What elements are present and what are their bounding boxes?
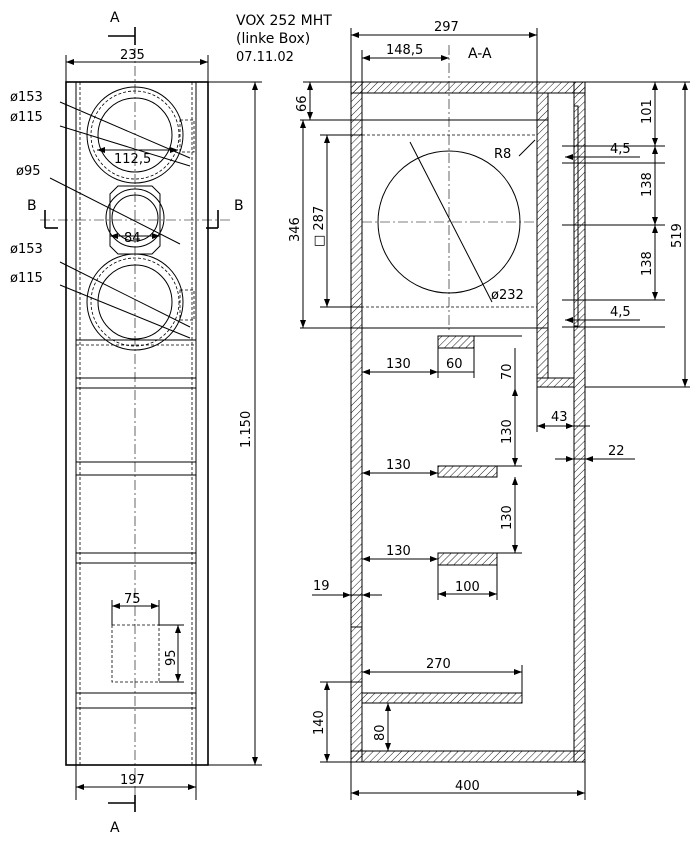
title-subtitle: (linke Box) xyxy=(236,31,310,47)
wall-top xyxy=(350,81,586,94)
dim-43: 43 xyxy=(551,410,568,425)
front-cabinet-outline xyxy=(65,81,209,766)
dim-front-d153-bottom: ø153 xyxy=(10,242,43,257)
dim-front-d115-top: ø115 xyxy=(10,110,43,125)
dim-287: □ 287 xyxy=(312,206,327,247)
dim-148: 148,5 xyxy=(386,43,423,58)
wall-chamber-front xyxy=(536,92,549,379)
dim-front-95: 95 xyxy=(164,649,179,666)
section-aa-label: A-A xyxy=(468,46,492,62)
dim-front-height: 1.150 xyxy=(239,411,254,448)
dim-d232: ø232 xyxy=(491,288,524,303)
dim-130-v1: 130 xyxy=(500,419,515,444)
dim-100: 100 xyxy=(455,580,480,595)
front-view: A A 235 11 xyxy=(10,10,262,836)
wall-chamber-bottom xyxy=(536,377,575,388)
dim-66: 66 xyxy=(295,95,310,112)
dim-45-top: 4,5 xyxy=(610,142,631,157)
brace-3 xyxy=(437,552,498,566)
dim-130-c: 130 xyxy=(386,544,411,559)
dim-346: 346 xyxy=(288,217,303,242)
section-view: A-A 297 148,5 xyxy=(288,20,690,800)
dim-297: 297 xyxy=(434,20,459,35)
dim-130-a: 130 xyxy=(386,357,411,372)
front-port xyxy=(111,624,160,683)
dim-front-d153-top: ø153 xyxy=(10,90,43,105)
section-b-left-label: B xyxy=(27,198,37,214)
section-b-right-label: B xyxy=(234,198,244,214)
title-date: 07.11.02 xyxy=(236,50,294,65)
dim-front-width-top: 235 xyxy=(120,48,145,63)
section-a-top-label: A xyxy=(110,10,120,26)
brace-2 xyxy=(437,465,498,478)
dim-front-112: 112,5 xyxy=(114,152,151,167)
title-block: VOX 252 MHT (linke Box) 07.11.02 xyxy=(236,13,332,65)
dim-45-bottom: 4,5 xyxy=(610,305,631,320)
dim-130-v2: 130 xyxy=(500,505,515,530)
dim-138-bottom: 138 xyxy=(640,251,655,276)
dim-80: 80 xyxy=(373,724,388,741)
dim-front-84: 84 xyxy=(124,231,141,246)
dim-140: 140 xyxy=(312,710,327,735)
dim-70: 70 xyxy=(500,363,515,380)
dim-519: 519 xyxy=(670,223,685,248)
dim-19: 19 xyxy=(313,579,330,594)
dim-front-d95: ø95 xyxy=(16,164,41,179)
title-model: VOX 252 MHT xyxy=(236,13,332,29)
dim-front-width-bottom: 197 xyxy=(120,773,145,788)
dim-101: 101 xyxy=(640,99,655,124)
wall-front xyxy=(350,81,363,763)
dim-22: 22 xyxy=(608,444,625,459)
dim-r8: R8 xyxy=(494,147,511,162)
brace-1 xyxy=(437,335,475,349)
dim-130-b: 130 xyxy=(386,458,411,473)
dim-270: 270 xyxy=(426,657,451,672)
dim-front-d115-bottom: ø115 xyxy=(10,271,43,286)
bottom-shelf xyxy=(361,692,523,704)
dim-front-75: 75 xyxy=(124,592,141,607)
dim-60: 60 xyxy=(446,357,463,372)
dim-138-top: 138 xyxy=(640,172,655,197)
dim-400: 400 xyxy=(455,779,480,794)
wall-bottom xyxy=(350,750,586,763)
wall-back xyxy=(573,81,586,763)
section-a-bottom-label: A xyxy=(110,820,120,836)
